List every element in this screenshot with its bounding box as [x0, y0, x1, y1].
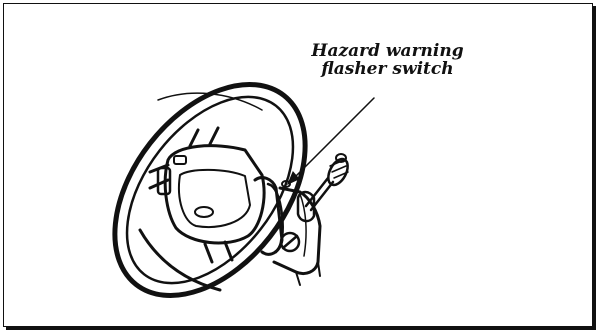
hub-pad-inner	[179, 170, 250, 227]
callout-line-1: Hazard warning	[300, 42, 475, 60]
wheel-spoke-bottom	[205, 242, 232, 262]
spoke-top-button	[174, 156, 186, 164]
shroud-screw-slot	[283, 236, 297, 248]
hazard-switch-callout: Hazard warning flasher switch	[300, 42, 475, 78]
column-shroud-edge	[300, 194, 306, 256]
wheel-rim-outer	[76, 49, 344, 332]
wheel-rim-lower-shadow	[140, 230, 220, 290]
hub-emblem	[195, 207, 213, 217]
column-collar	[255, 178, 282, 255]
wheel-spoke-top	[190, 128, 218, 146]
steering-wheel-icon	[76, 49, 344, 332]
callout-line-2: flasher switch	[300, 60, 475, 78]
